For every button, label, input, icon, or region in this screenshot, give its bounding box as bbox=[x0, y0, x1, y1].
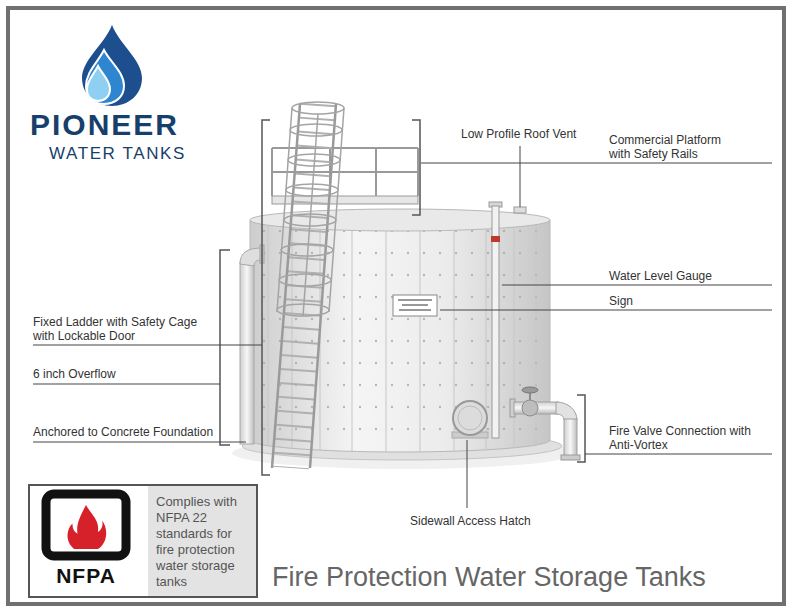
callout-label: Water Level Gauge bbox=[609, 269, 712, 283]
logo-wordmark: PIONEER bbox=[30, 108, 179, 142]
callout-brackets bbox=[220, 120, 585, 475]
callout-label: Commercial Platform with Safety Rails bbox=[609, 133, 734, 161]
logo-subtitle: WATER TANKS bbox=[49, 144, 186, 164]
callout-label: 6 inch Overflow bbox=[33, 367, 116, 381]
water-level-gauge bbox=[489, 202, 502, 438]
callout-label: Fixed Ladder with Safety Cage with Locka… bbox=[33, 315, 211, 343]
diagram-title: Fire Protection Water Storage Tanks bbox=[272, 562, 706, 593]
ladder-with-cage bbox=[272, 102, 344, 468]
company-logo-drops bbox=[82, 25, 142, 106]
access-hatch bbox=[452, 401, 488, 438]
nfpa-logo bbox=[46, 494, 126, 556]
callout-label: Anchored to Concrete Foundation bbox=[33, 425, 213, 439]
tank-sign bbox=[393, 295, 437, 316]
callout-label: Fire Valve Connection with Anti-Vortex bbox=[609, 424, 769, 452]
standards-note: Complies with NFPA 22 standards for fire… bbox=[148, 486, 256, 596]
standards-box: NFPA Complies with NFPA 22 standards for … bbox=[28, 484, 258, 598]
callout-label: Sign bbox=[609, 294, 633, 308]
callout-label: Low Profile Roof Vent bbox=[461, 127, 576, 141]
logo-text: NFPA bbox=[36, 564, 136, 588]
callout-label: Sidewall Access Hatch bbox=[410, 514, 531, 528]
leader-lines bbox=[33, 146, 772, 508]
fire-valve bbox=[510, 387, 580, 460]
